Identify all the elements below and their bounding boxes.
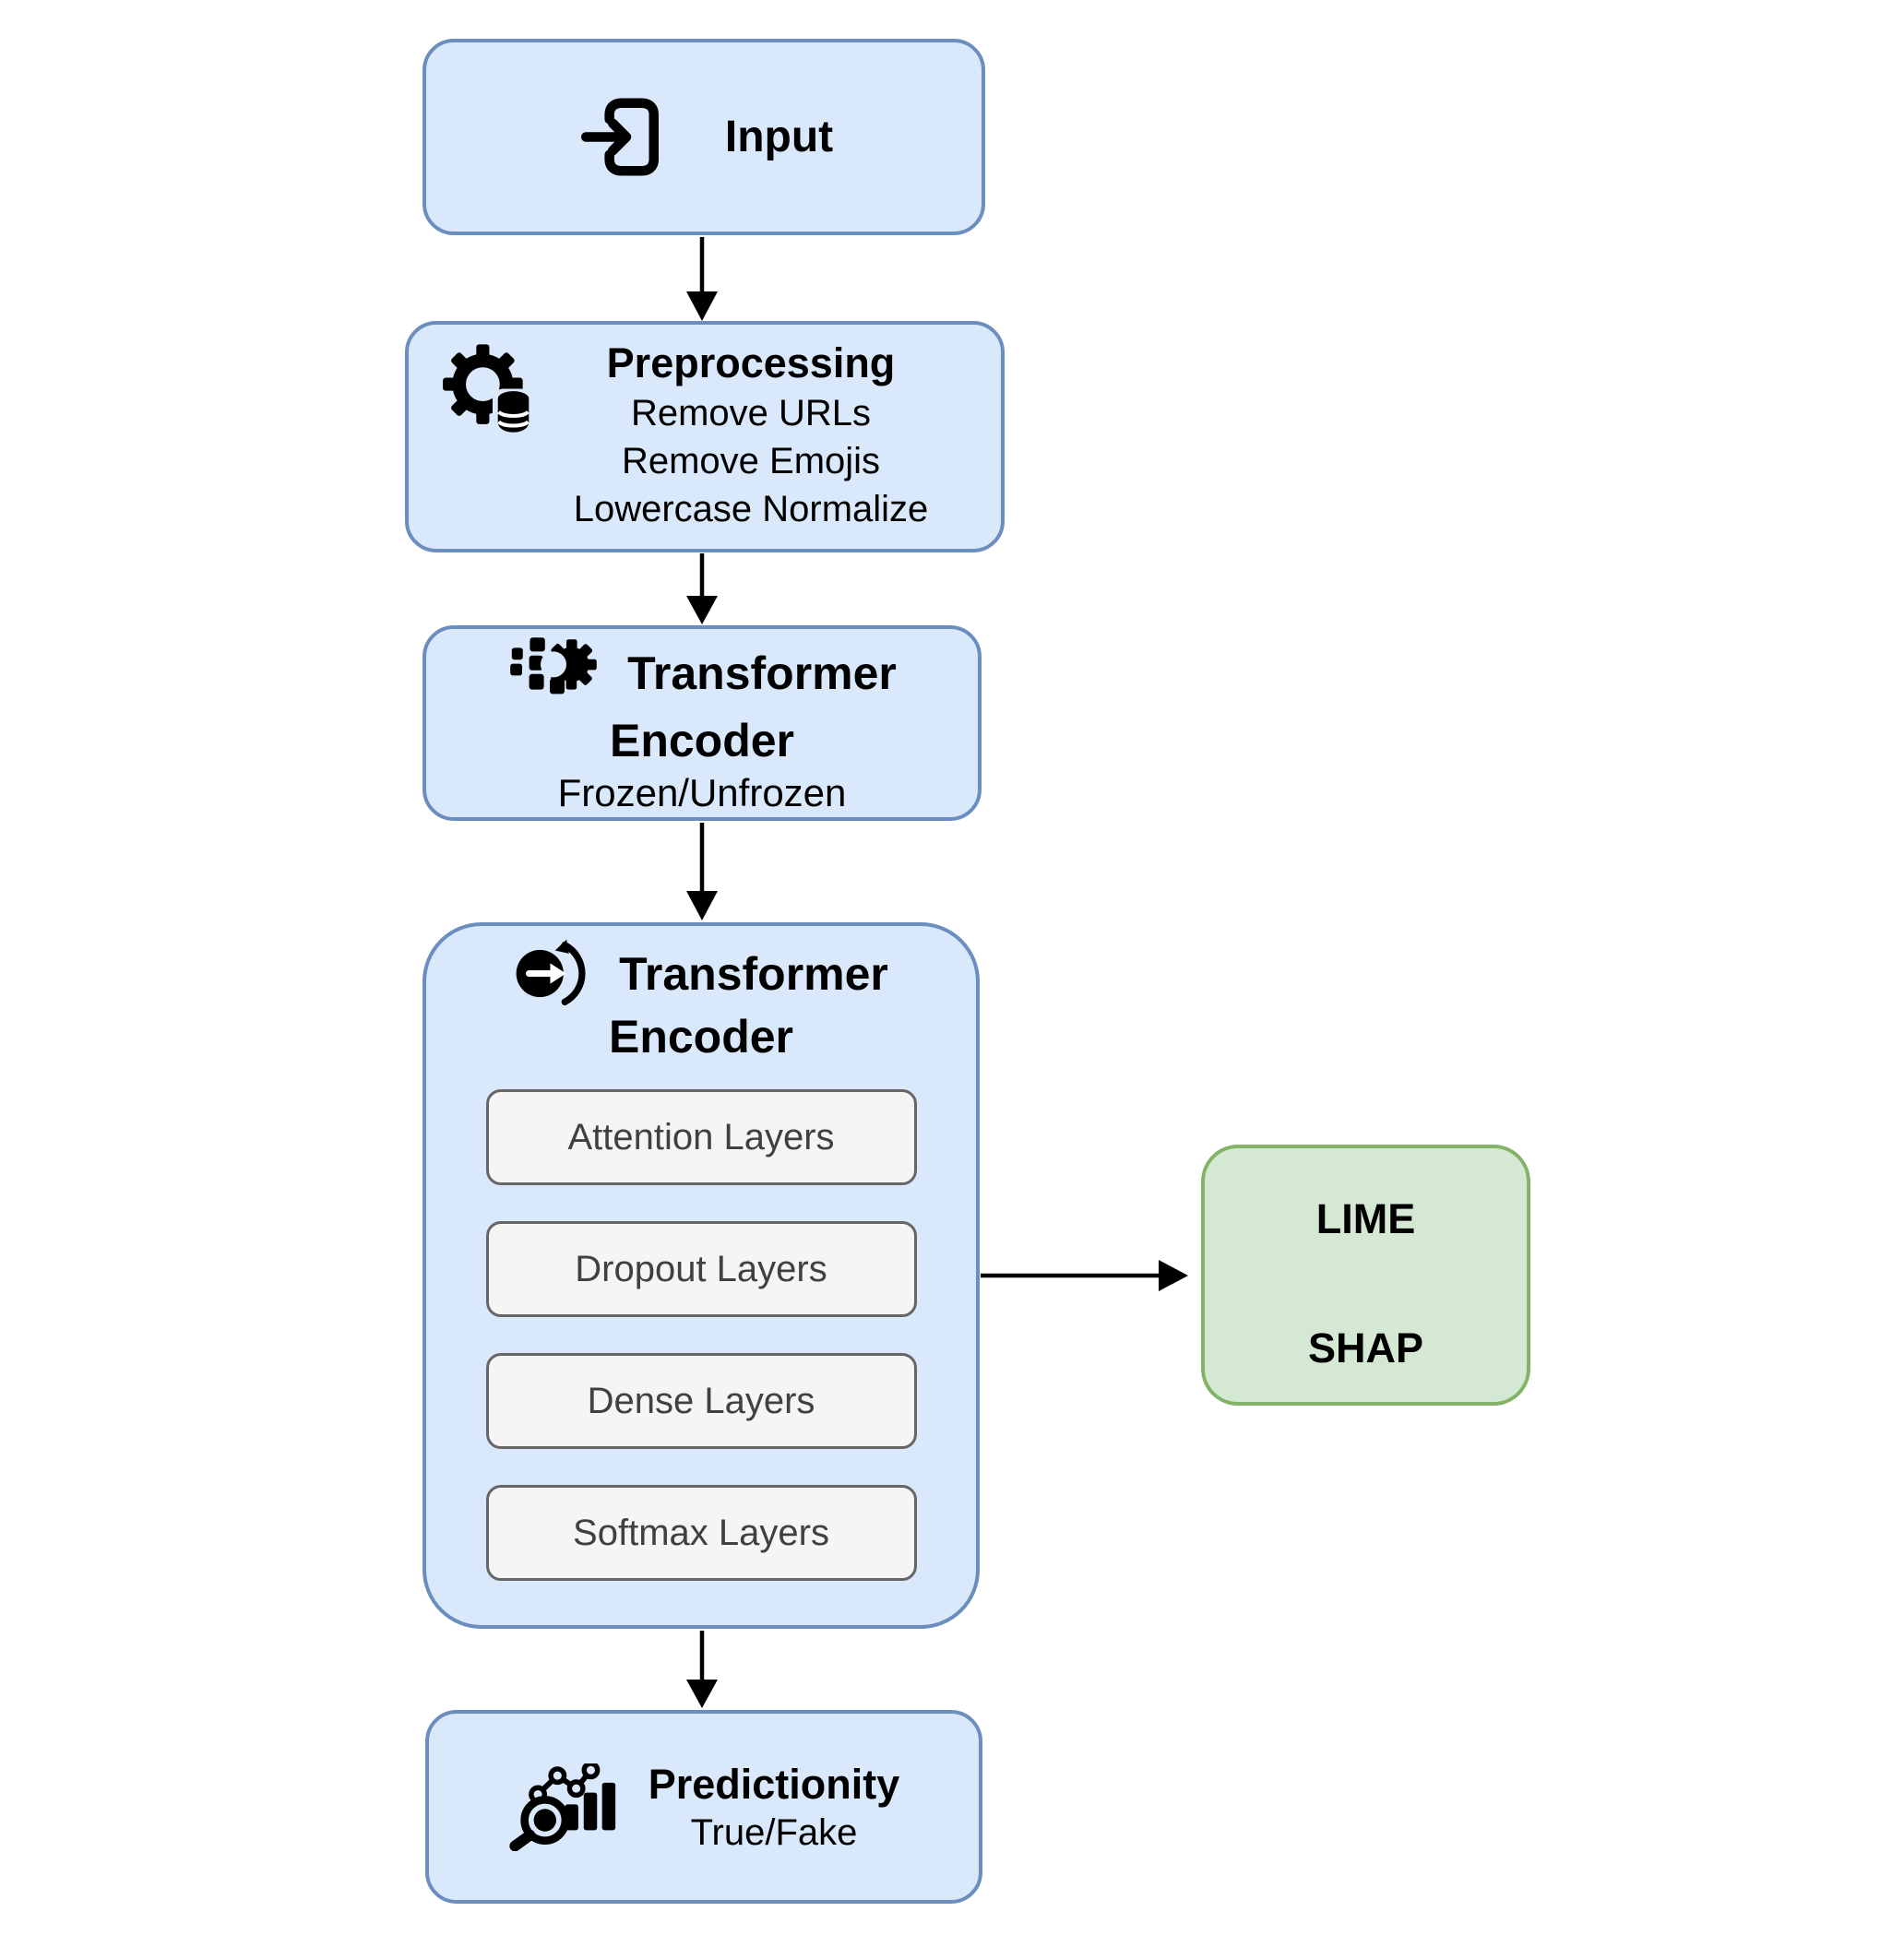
node-preprocessing: Preprocessing Remove URLs Remove Emojis … [405, 321, 1005, 552]
node-prediction-title: Predictionity [648, 1761, 900, 1808]
layer-dense: Dense Layers [485, 1353, 917, 1449]
node-preprocessing-title: Preprocessing [606, 339, 896, 386]
node-encoder-config-title-row: Transformer [507, 633, 897, 714]
node-encoder-config-subtitle: Frozen/Unfrozen [557, 771, 847, 814]
node-encoder-config-title-line1: Transformer [627, 647, 897, 699]
encoder-layers-list: Attention Layers Dropout Layers Dense La… [485, 1089, 917, 1581]
arrow-input-to-preprocessing [686, 237, 718, 321]
arrow-preprocessing-to-encoder [686, 553, 718, 624]
arrow-encoder-to-encoder-layers [686, 823, 718, 920]
layer-attention: Attention Layers [485, 1089, 917, 1185]
node-transformer-encoder-config: Transformer Encoder Frozen/Unfrozen [422, 625, 982, 821]
arrow-encoder-layers-to-explainability [981, 1260, 1188, 1291]
node-input-content: Input [575, 89, 833, 185]
preprocessing-step: Remove Emojis [621, 441, 881, 481]
node-input: Input [422, 39, 985, 235]
node-prediction: Predictionity True/Fake [425, 1710, 982, 1904]
prediction-analytics-icon [509, 1763, 615, 1851]
tokens-gear-icon [510, 637, 597, 695]
node-encoder-layers-title-line1: Transformer [619, 947, 888, 1000]
layer-dropout: Dropout Layers [485, 1221, 917, 1317]
node-transformer-encoder-layers: Transformer Encoder Attention Layers Dro… [422, 922, 980, 1629]
node-prediction-content: Predictionity True/Fake [508, 1759, 900, 1855]
node-explainability: LIME SHAP [1201, 1145, 1530, 1406]
node-encoder-config-title-line2: Encoder [609, 715, 795, 766]
node-preprocessing-content: Preprocessing Remove URLs Remove Emojis … [409, 338, 1001, 533]
node-encoder-layers-title-line2: Encoder [608, 1011, 794, 1063]
node-prediction-subtitle: True/Fake [690, 1812, 858, 1853]
arrow-encoder-layers-to-prediction [686, 1631, 718, 1708]
node-prediction-text: Predictionity True/Fake [649, 1759, 900, 1855]
preprocessing-step: Lowercase Normalize [573, 489, 929, 529]
explainability-lime-label: LIME [1315, 1194, 1416, 1242]
enter-arrow-icon [580, 98, 659, 176]
layer-softmax: Softmax Layers [485, 1485, 917, 1581]
explainability-shap-label: SHAP [1307, 1324, 1424, 1371]
gear-database-icon [443, 344, 532, 433]
node-input-label: Input [724, 112, 834, 161]
transfer-circle-icon [516, 939, 586, 1005]
node-encoder-layers-title-row: Transformer [514, 937, 888, 1010]
preprocessing-step: Remove URLs [630, 393, 872, 433]
